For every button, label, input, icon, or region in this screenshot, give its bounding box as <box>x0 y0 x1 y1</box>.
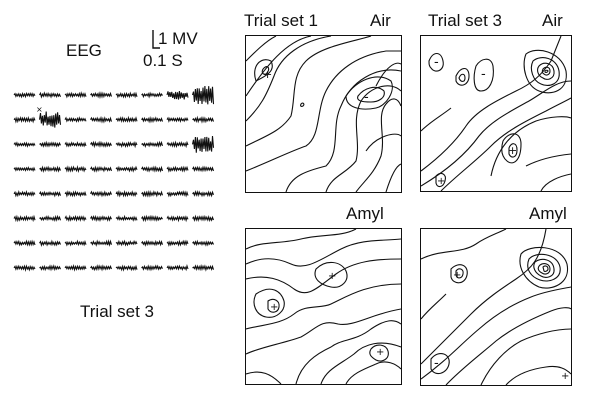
eeg-trace-r6-c2 <box>39 214 62 223</box>
eeg-trace-r8-c6 <box>141 264 163 272</box>
contour-map-trial3-amyl: + - + <box>421 229 571 385</box>
eeg-trace-r2-c6 <box>141 116 164 124</box>
eeg-trace-r6-c6 <box>141 214 163 223</box>
eeg-trace-r4-c4 <box>90 165 113 173</box>
eeg-trace-r1-c6 <box>141 91 163 99</box>
eeg-trace-grid: × <box>13 85 215 272</box>
eeg-trace-r4-c6 <box>141 165 164 173</box>
contour-panel-trial1-amyl: + + + <box>245 228 402 385</box>
eeg-trace-r2-c5 <box>115 115 138 124</box>
eeg-trace-r6-c4 <box>90 214 112 222</box>
eeg-trace-r4-c5 <box>115 165 138 173</box>
eeg-trace-r1-c7 <box>166 91 189 100</box>
eeg-trace-r2-c2 <box>38 111 62 128</box>
eeg-trace-r1-c3 <box>64 91 87 99</box>
eeg-trace-r1-c4 <box>90 91 113 100</box>
eeg-trace-r2-c8 <box>192 115 215 124</box>
svg-text:+: + <box>453 270 461 281</box>
eeg-trace-r2-c7 <box>166 116 189 123</box>
eeg-trace-r7-c7 <box>166 239 189 247</box>
svg-text:+: + <box>561 371 569 382</box>
panel-condition-trial1-amyl: Amyl <box>346 204 384 223</box>
panel-condition-trial3-air: Air <box>542 11 563 30</box>
eeg-trace-r3-c2 <box>39 140 61 148</box>
eeg-trace-r8-c2 <box>39 264 62 272</box>
eeg-trace-r8-c3 <box>64 264 87 272</box>
svg-text:-: - <box>481 67 486 82</box>
svg-text:+: + <box>328 271 336 282</box>
trial-set-bottom-label: Trial set 3 <box>80 302 155 321</box>
eeg-trace-r5-c5 <box>115 189 138 198</box>
eeg-trace-r5-c1 <box>13 189 36 198</box>
eeg-trace-r4-c7 <box>166 165 189 173</box>
eeg-trace-r7-c3 <box>64 239 87 247</box>
svg-text:+: + <box>508 144 517 157</box>
eeg-trace-r8-c5 <box>115 264 138 272</box>
eeg-trace-r1-c8 <box>191 85 215 105</box>
eeg-trace-r2-c1 <box>13 115 36 124</box>
panel-title-trial3: Trial set 3 <box>428 11 503 30</box>
eeg-trace-r5-c3 <box>64 190 87 198</box>
contour-map-trial3-air: - - + + <box>421 36 571 191</box>
svg-text:-: - <box>434 55 439 70</box>
contour-panel-trial1-air: + - <box>245 35 402 193</box>
eeg-trace-r5-c8 <box>192 189 215 198</box>
panel-title-trial1: Trial set 1 <box>244 11 319 30</box>
eeg-trace-r7-c5 <box>115 239 138 247</box>
eeg-trace-r4-c8 <box>192 165 215 173</box>
eeg-trace-r1-c5 <box>115 91 138 99</box>
eeg-trace-r7-c4 <box>90 239 113 247</box>
contour-map-trial1-amyl: + + + <box>246 229 401 384</box>
contour-panel-trial3-amyl: + - + <box>420 228 572 386</box>
eeg-trace-r8-c8 <box>192 264 215 272</box>
eeg-trace-r4-c2 <box>39 165 62 173</box>
eeg-trace-r7-c2 <box>39 239 62 247</box>
scale-time-label: 0.1 S <box>143 51 183 70</box>
scale-amplitude-label: 1 MV <box>158 29 198 48</box>
eeg-trace-r3-c3 <box>64 141 87 148</box>
eeg-trace-r3-c7 <box>166 140 189 149</box>
eeg-trace-r7-c1 <box>13 239 36 247</box>
trace-marker: × <box>36 105 43 114</box>
eeg-trace-r8-c7 <box>166 264 189 272</box>
eeg-trace-r5-c6 <box>141 190 164 198</box>
eeg-label: EEG <box>66 41 102 60</box>
svg-text:-: - <box>434 356 439 371</box>
svg-text:+: + <box>376 347 384 358</box>
eeg-trace-r2-c3 <box>64 116 87 123</box>
eeg-trace-r5-c4 <box>90 190 113 198</box>
panel-condition-trial1-air: Air <box>370 11 391 30</box>
eeg-trace-r4-c3 <box>64 165 87 173</box>
contour-map-trial1-air: + - <box>246 36 401 192</box>
eeg-trace-r6-c7 <box>166 215 189 223</box>
eeg-trace-r8-c1 <box>13 264 36 272</box>
eeg-trace-r6-c1 <box>13 214 36 223</box>
eeg-trace-r1-c1 <box>13 91 36 99</box>
eeg-trace-r1-c2 <box>39 91 62 99</box>
eeg-trace-r3-c1 <box>13 141 36 148</box>
svg-text:+: + <box>437 176 445 187</box>
eeg-trace-r6-c3 <box>64 214 87 223</box>
eeg-trace-r3-c5 <box>115 141 138 149</box>
eeg-trace-r3-c6 <box>141 140 164 148</box>
eeg-trace-r2-c4 <box>90 115 113 124</box>
svg-text:+: + <box>263 68 272 81</box>
eeg-trace-r5-c2 <box>39 190 62 198</box>
svg-text:-: - <box>364 90 369 105</box>
svg-text:+: + <box>270 302 278 313</box>
eeg-trace-r3-c8 <box>191 135 215 153</box>
eeg-trace-r7-c8 <box>192 239 214 247</box>
eeg-trace-r4-c1 <box>13 166 36 172</box>
eeg-trace-r6-c8 <box>192 214 215 223</box>
panel-condition-trial3-amyl: Amyl <box>529 204 567 223</box>
eeg-trace-r6-c5 <box>115 214 138 222</box>
eeg-trace-r7-c6 <box>141 239 164 247</box>
eeg-trace-r5-c7 <box>166 190 189 198</box>
contour-panel-trial3-air: - - + + <box>420 35 572 192</box>
eeg-trace-r3-c4 <box>90 140 112 149</box>
eeg-trace-r8-c4 <box>90 264 113 272</box>
